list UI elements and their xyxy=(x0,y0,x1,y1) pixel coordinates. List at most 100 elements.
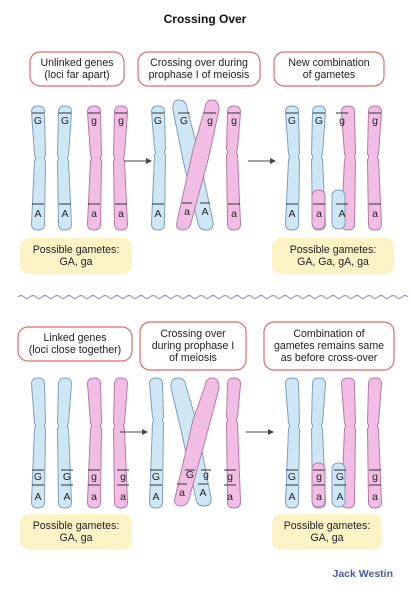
allele-label: g xyxy=(227,471,233,483)
gametes-text: Possible gametes:GA, Ga, gA, ga xyxy=(290,244,377,268)
allele-label: A xyxy=(199,487,206,499)
allele-label: A xyxy=(63,491,70,503)
gametes-box-bottom-right: Possible gametes:GA, ga xyxy=(272,514,382,550)
allele-label: g xyxy=(372,115,378,127)
recombined-segment xyxy=(311,189,326,230)
allele-label: g xyxy=(316,471,322,483)
paternal-crossing-chromatid xyxy=(176,99,220,231)
paternal-chromosome xyxy=(366,105,383,231)
stage-arrow xyxy=(124,158,152,164)
brand-logo-text: Jack Westin xyxy=(332,568,393,580)
diagram-title: Crossing Over xyxy=(164,12,247,26)
allele-label: A xyxy=(152,491,159,503)
gametes-text: Possible gametes:GA, ga xyxy=(284,520,371,544)
allele-label: g xyxy=(207,115,213,127)
maternal-chromosome xyxy=(30,105,47,231)
paternal-chromosome xyxy=(112,377,129,509)
allele-label: G xyxy=(288,115,296,127)
top-stage-unlinked: G A G Ag a g a xyxy=(30,105,129,231)
allele-label: a xyxy=(316,491,322,503)
allele-label: g xyxy=(231,115,237,127)
allele-label: G xyxy=(154,115,162,127)
allele-label: g xyxy=(372,471,378,483)
top-stage-new-combination: G A Ga gAg a xyxy=(284,105,383,231)
gametes-text: Possible gametes:GA, ga xyxy=(33,520,120,544)
paternal-chromosome xyxy=(366,377,383,509)
allele-label: g xyxy=(203,469,209,481)
allele-label: G xyxy=(63,471,71,483)
allele-label: G xyxy=(34,471,42,483)
allele-label: a xyxy=(118,208,124,220)
allele-label: A xyxy=(288,491,295,503)
maternal-chromosome xyxy=(30,377,47,509)
paternal-chromosome xyxy=(86,105,103,231)
paternal-chromosome xyxy=(112,105,129,231)
allele-label: a xyxy=(179,487,185,499)
maternal-chromosome xyxy=(284,105,301,231)
allele-label: G xyxy=(315,115,323,127)
paternal-chromosome xyxy=(225,377,242,509)
maternal-chromosome xyxy=(56,377,73,509)
stage-arrow xyxy=(120,429,148,435)
allele-label: G xyxy=(180,115,188,127)
gametes-box-top-right: Possible gametes:GA, Ga, gA, ga xyxy=(272,238,394,274)
allele-label: A xyxy=(61,208,68,220)
allele-label: a xyxy=(231,208,237,220)
allele-label: G xyxy=(186,469,194,481)
allele-label: g xyxy=(91,471,97,483)
allele-label: a xyxy=(91,208,97,220)
allele-label: a xyxy=(120,491,126,503)
gametes-box-bottom-left: Possible gametes:GA, ga xyxy=(20,514,132,550)
allele-label: A xyxy=(154,208,161,220)
allele-label: G xyxy=(336,471,344,483)
callout-unlinked-genes-text: Unlinked genes(loci far apart) xyxy=(40,57,113,81)
allele-label: A xyxy=(336,491,343,503)
maternal-chromosome xyxy=(56,105,73,231)
allele-label: g xyxy=(118,115,124,127)
allele-label: a xyxy=(227,491,233,503)
allele-label: a xyxy=(316,208,322,220)
allele-label: a xyxy=(91,491,97,503)
allele-label: G xyxy=(34,115,42,127)
paternal-chromosome xyxy=(86,377,103,509)
stage-arrow xyxy=(248,158,276,164)
callout-linked-genes: Linked genes(loci close together) xyxy=(17,326,133,362)
allele-label: G xyxy=(61,115,69,127)
allele-label: A xyxy=(338,208,345,220)
stage-arrow xyxy=(246,429,274,435)
allele-label: A xyxy=(34,491,41,503)
maternal-chromosome xyxy=(150,105,167,231)
callout-linked-genes-text: Linked genes(loci close together) xyxy=(29,332,121,356)
allele-label: g xyxy=(339,115,345,127)
maternal-chromosome xyxy=(284,377,301,509)
allele-label: A xyxy=(34,208,41,220)
allele-label: A xyxy=(288,208,295,220)
allele-label: G xyxy=(152,471,160,483)
allele-label: g xyxy=(91,115,97,127)
paternal-chromosome xyxy=(225,105,242,231)
maternal-chromosome xyxy=(148,377,165,509)
recombined-segment xyxy=(331,189,346,230)
allele-label: a xyxy=(184,206,190,218)
allele-label: A xyxy=(201,206,208,218)
allele-label: G xyxy=(288,471,296,483)
paternal-crossing-chromatid xyxy=(174,377,220,507)
allele-label: a xyxy=(372,208,378,220)
gametes-text: Possible gametes:GA, ga xyxy=(33,244,120,268)
allele-label: a xyxy=(372,491,378,503)
callout-unlinked-genes: Unlinked genes(loci far apart) xyxy=(29,51,125,87)
